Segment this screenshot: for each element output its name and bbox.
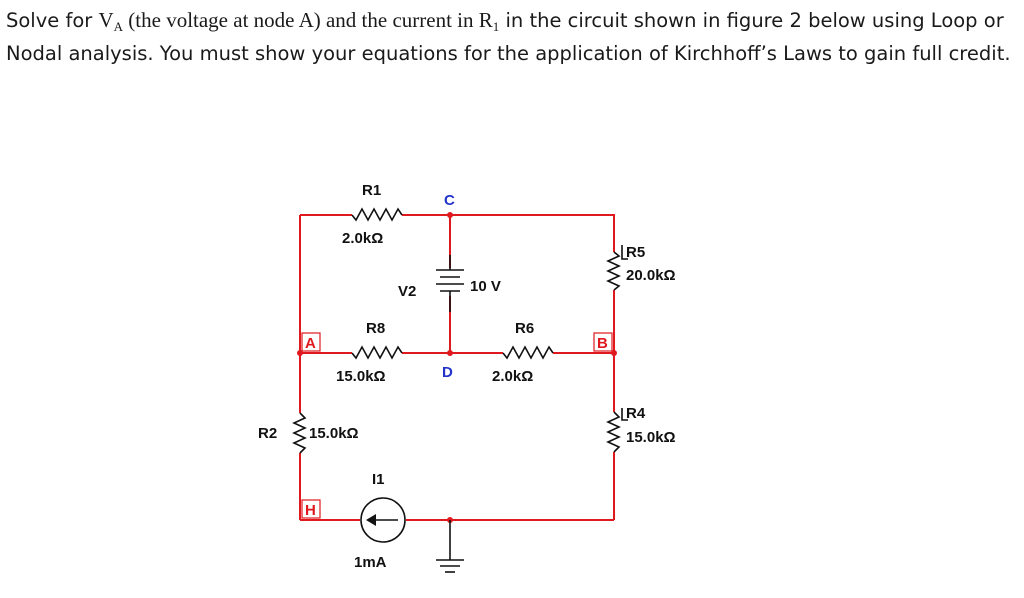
r4-bracket bbox=[621, 408, 628, 421]
resistor-r2: R2 15.0kΩ bbox=[258, 412, 359, 454]
node-label-b: B bbox=[593, 332, 613, 352]
va-symbol: VA bbox=[98, 8, 124, 34]
resistor-r5: R5 20.0kΩ bbox=[606, 244, 676, 291]
i1-name: I1 bbox=[372, 471, 385, 488]
r6-value: 2.0kΩ bbox=[492, 368, 533, 385]
v2-name: V2 bbox=[398, 283, 416, 300]
i1-circle bbox=[360, 497, 406, 543]
node-a-box bbox=[301, 332, 321, 352]
node-label-c: C bbox=[444, 192, 455, 209]
r2-zigzag bbox=[292, 412, 307, 454]
r5-zigzag bbox=[606, 251, 621, 291]
r1-value: 2.0kΩ bbox=[342, 230, 383, 247]
node-h-box bbox=[301, 499, 321, 519]
va-main: V bbox=[98, 8, 114, 32]
r1-symbol: R1 bbox=[478, 8, 500, 34]
node-c-text: C bbox=[444, 192, 455, 209]
question-part3: in the circuit shown in figure 2 below u… bbox=[6, 9, 1011, 65]
wires bbox=[299, 214, 615, 521]
r8-name: R8 bbox=[366, 320, 385, 337]
node-h-text: H bbox=[305, 502, 316, 519]
v2-value: 10 V bbox=[470, 278, 501, 295]
r5-value: 20.0kΩ bbox=[626, 267, 676, 284]
node-d-text: D bbox=[442, 364, 453, 381]
node-label-h: H bbox=[301, 499, 321, 519]
wire-c-to-right bbox=[450, 214, 615, 252]
i1-value: 1mA bbox=[354, 554, 387, 571]
node-a-text: A bbox=[305, 335, 316, 352]
node-b-text: B bbox=[597, 335, 608, 352]
resistor-r8: R8 15.0kΩ bbox=[336, 320, 403, 385]
va-sub: A bbox=[113, 19, 124, 34]
r2-value: 15.0kΩ bbox=[309, 425, 359, 442]
ground-symbol bbox=[436, 520, 464, 573]
r8-value: 15.0kΩ bbox=[336, 368, 386, 385]
r4-name: R4 bbox=[626, 405, 646, 422]
r6-name: R6 bbox=[515, 320, 534, 337]
r1-sub: 1 bbox=[492, 19, 500, 34]
r1-name: R1 bbox=[362, 182, 381, 199]
r1-zigzag bbox=[351, 207, 403, 222]
current-source-i1: I1 1mA bbox=[354, 471, 406, 571]
node-label-a: A bbox=[301, 332, 321, 352]
r4-value: 15.0kΩ bbox=[626, 429, 676, 446]
node-b-box bbox=[593, 332, 613, 352]
question-part1: Solve for bbox=[6, 9, 99, 32]
junction-d bbox=[447, 350, 453, 356]
question-part2: (the voltage at node A) and the current … bbox=[123, 8, 479, 32]
voltage-source-v2: V2 10 V bbox=[398, 255, 501, 312]
r1-main: R bbox=[478, 8, 493, 32]
node-label-d: D bbox=[442, 364, 453, 381]
question-text: Solve for VA (the voltage at node A) and… bbox=[6, 4, 1016, 70]
resistor-r6: R6 2.0kΩ bbox=[492, 320, 554, 385]
resistor-r4: R4 15.0kΩ bbox=[606, 405, 676, 453]
resistor-r1: R1 2.0kΩ bbox=[342, 182, 403, 247]
r4-zigzag bbox=[606, 411, 621, 453]
junction-c bbox=[447, 212, 453, 218]
r2-name: R2 bbox=[258, 425, 277, 442]
r6-zigzag bbox=[502, 345, 554, 360]
r5-bracket bbox=[621, 245, 628, 260]
r8-zigzag bbox=[351, 345, 403, 360]
r5-name: R5 bbox=[626, 244, 645, 261]
i1-arrow-head bbox=[366, 514, 376, 526]
